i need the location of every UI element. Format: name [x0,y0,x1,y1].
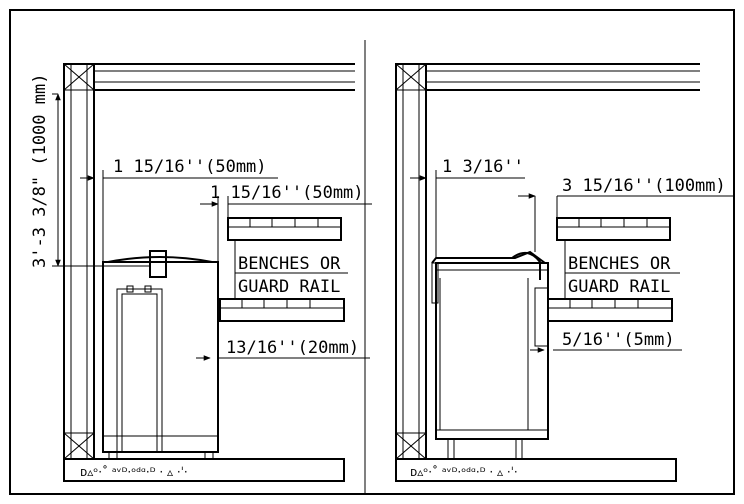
left-wall [63,63,95,460]
outer-border [9,9,735,495]
left-height-dimension: 3'-3 3/8" (1000 mm) [30,74,150,268]
left-benches-line2: GUARD RAIL [238,277,340,297]
left-ceiling [94,63,355,91]
left-bench-gap-dimension: 1 15/16''(50mm) [200,183,372,262]
right-wall [395,63,427,460]
right-lower-bench [547,298,673,322]
svg-text:ᴅ▵ᵒ·˚ ᵃᵛᴰ·ᵒᵈᵅ·ᴰ · ▵ ·ˈ·: ᴅ▵ᵒ·˚ ᵃᵛᴰ·ᵒᵈᵅ·ᴰ · ▵ ·ˈ· [80,464,188,479]
right-upper-bench [556,217,671,241]
left-benches-label: BENCHES OR GUARD RAIL [234,240,348,299]
right-benches-line2: GUARD RAIL [568,277,670,297]
right-panel: ᴅ▵ᵒ·˚ ᵃᵛᴰ·ᵒᵈᵅ·ᴰ · ▵ ·ˈ· [395,63,734,482]
left-bottom-gap-dimension: 13/16''(20mm) [196,321,370,368]
right-ceiling [426,63,700,91]
left-floor: ᴅ▵ᵒ·˚ ᵃᵛᴰ·ᵒᵈᵅ·ᴰ · ▵ ·ˈ· [63,458,345,482]
left-height-label: 3'-3 3/8" (1000 mm) [30,74,50,268]
right-bench-gap-dimension: 3 15/16''(100mm) [518,176,734,252]
left-wall-gap-label: 1 15/16''(50mm) [113,157,267,177]
svg-text:ᴅ▵ᵒ·˚ ᵃᵛᴰ·ᵒᵈᵅ·ᴰ · ▵ ·ˈ·: ᴅ▵ᵒ·˚ ᵃᵛᴰ·ᵒᵈᵅ·ᴰ · ▵ ·ˈ· [410,464,518,479]
left-bottom-gap-label: 13/16''(20mm) [226,338,359,358]
right-wall-gap-label: 1 3/16'' [442,157,524,177]
right-wall-gap-dimension: 1 3/16'' [410,157,525,258]
right-heater [431,250,549,460]
left-lower-bench [219,298,345,322]
left-benches-line1: BENCHES OR [238,254,341,274]
left-wall-gap-dimension: 1 15/16''(50mm) [80,157,278,262]
right-benches-line1: BENCHES OR [568,254,671,274]
right-bottom-gap-label: 5/16''(5mm) [562,330,675,350]
right-bottom-gap-dimension: 5/16''(5mm) [530,321,682,358]
right-bench-gap-label: 3 15/16''(100mm) [562,176,726,196]
left-heater [102,250,219,460]
left-upper-bench [227,217,342,241]
left-bench-gap-label: 1 15/16''(50mm) [210,183,364,203]
left-panel: ᴅ▵ᵒ·˚ ᵃᵛᴰ·ᵒᵈᵅ·ᴰ · ▵ ·ˈ· [30,63,372,482]
right-floor: ᴅ▵ᵒ·˚ ᵃᵛᴰ·ᵒᵈᵅ·ᴰ · ▵ ·ˈ· [395,458,677,482]
right-benches-label: BENCHES OR GUARD RAIL [564,240,680,299]
